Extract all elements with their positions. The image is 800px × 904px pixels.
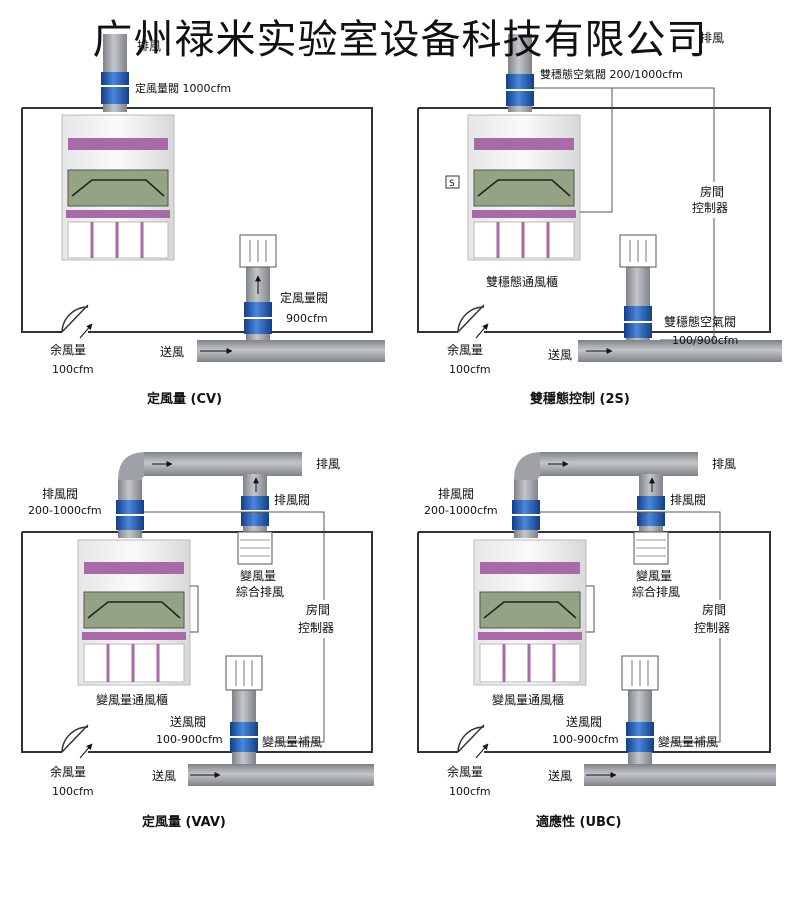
- general-valve-label: 排風閥: [274, 493, 310, 507]
- panel-caption: 定風量 (CV): [146, 391, 222, 407]
- supply-label: 送風: [160, 344, 184, 359]
- leak-value: 100cfm: [52, 785, 94, 798]
- leak-arrow-icon: [475, 743, 489, 759]
- hood-label: 變風量通風櫃: [492, 692, 564, 707]
- general-valve-label: 排風閥: [670, 493, 706, 507]
- panel-2s: S 房間 控制器 排風 雙穩態空氣閥 200/1000cfm 雙穩態通風櫃 雙穩…: [417, 31, 782, 407]
- exhaust-valve-label: 排風閥: [438, 487, 474, 501]
- makeup-label: 變風量補風: [262, 734, 322, 749]
- room-controller-label: 房間: [306, 602, 330, 617]
- exhaust-label: 排風: [137, 39, 161, 53]
- sash-sensor-icon: [445, 175, 460, 189]
- leak-arrow-icon: [79, 743, 93, 759]
- door-icon: [61, 304, 89, 333]
- supply-valve-label: 定風量閥: [280, 290, 328, 305]
- fume-hood-icon: [77, 539, 191, 686]
- supply-main-duct: [197, 340, 385, 362]
- hood-label: 雙穩態通風櫃: [486, 274, 558, 289]
- supply-valve-value: 100-900cfm: [552, 733, 619, 746]
- supply-valve-label: 送風閥: [170, 714, 206, 729]
- room-controller-label: 控制器: [694, 621, 730, 635]
- supply-label: 送風: [548, 347, 572, 362]
- general-exhaust-label: 綜合排風: [632, 584, 680, 599]
- panel-cv: 排風 定風量閥 1000cfm 定風量閥 900cfm 送風 余風量 100cf…: [21, 34, 385, 407]
- supply-valve-value: 900cfm: [286, 312, 328, 325]
- exhaust-valve-value: 200-1000cfm: [28, 504, 102, 517]
- room-controller-icon: [686, 182, 748, 218]
- room-controller-label: 控制器: [298, 621, 334, 635]
- room-controller-label: 房間: [700, 184, 724, 199]
- hood-valve-label: 定風量閥 1000cfm: [135, 81, 231, 95]
- control-wire: [580, 88, 613, 213]
- supply-label: 送風: [548, 768, 572, 783]
- leak-value: 100cfm: [449, 785, 491, 798]
- company-name-banner: 广州禄米实验室设备科技有限公司: [92, 17, 708, 63]
- supply-valve-value: 100/900cfm: [672, 334, 738, 347]
- leak-arrow-icon: [475, 323, 489, 339]
- exhaust-valve-value: 200-1000cfm: [424, 504, 498, 517]
- fume-hood-icon: [61, 114, 175, 261]
- room-controller-label: 房間: [702, 602, 726, 617]
- leak-label: 余風量: [447, 342, 483, 357]
- supply-main-duct: [578, 340, 782, 362]
- supply-valve-label: 送風閥: [566, 714, 602, 729]
- exhaust-valve-icon: [101, 72, 129, 104]
- general-exhaust-label: 變風量: [240, 568, 276, 583]
- room-controller-icon: [686, 600, 748, 638]
- panel-ubc: 房間 控制器 排風 排風閥 200-1000cfm 排風閥 變風量 綜合排風 變…: [417, 452, 776, 830]
- exhaust-valve-label: 雙穩態空氣閥 200/1000cfm: [540, 67, 683, 81]
- exhaust-label: 排風: [316, 457, 340, 471]
- fume-hood-icon: [473, 539, 587, 686]
- panel-vav: 房間 控制器 排風 排風閥 200-1000cfm 排風閥 變風量 綜合排風 變…: [21, 452, 374, 830]
- exhaust-label: 排風: [712, 457, 736, 471]
- door-icon: [61, 724, 89, 753]
- room-controller-label: 控制器: [692, 201, 728, 215]
- supply-valve-label: 雙穩態空氣閥: [664, 314, 736, 329]
- leak-value: 100cfm: [52, 363, 94, 376]
- exhaust-label: 排風: [700, 31, 724, 45]
- leak-arrow-icon: [79, 323, 93, 339]
- panel-caption: 雙穩態控制 (2S): [530, 391, 630, 407]
- supply-main-duct: [584, 764, 776, 786]
- panel-caption: 定風量 (VAV): [141, 814, 226, 830]
- door-icon: [457, 724, 485, 753]
- general-exhaust-label: 綜合排風: [236, 584, 284, 599]
- hood-label: 變風量通風櫃: [96, 692, 168, 707]
- leak-label: 余風量: [447, 764, 483, 779]
- leak-value: 100cfm: [449, 363, 491, 376]
- panel-caption: 適應性 (UBC): [536, 814, 621, 830]
- supply-label: 送風: [152, 768, 176, 783]
- room-controller-icon: [290, 600, 352, 638]
- leak-label: 余風量: [50, 342, 86, 357]
- fume-hood-icon: [467, 114, 581, 261]
- general-exhaust-label: 變風量: [636, 568, 672, 583]
- supply-main-duct: [188, 764, 374, 786]
- exhaust-valve-label: 排風閥: [42, 487, 78, 501]
- sash-sensor-label: S: [449, 179, 455, 189]
- makeup-label: 變風量補風: [658, 734, 718, 749]
- door-icon: [457, 304, 485, 333]
- leak-label: 余風量: [50, 764, 86, 779]
- room-wall: [21, 107, 373, 333]
- supply-valve-value: 100-900cfm: [156, 733, 223, 746]
